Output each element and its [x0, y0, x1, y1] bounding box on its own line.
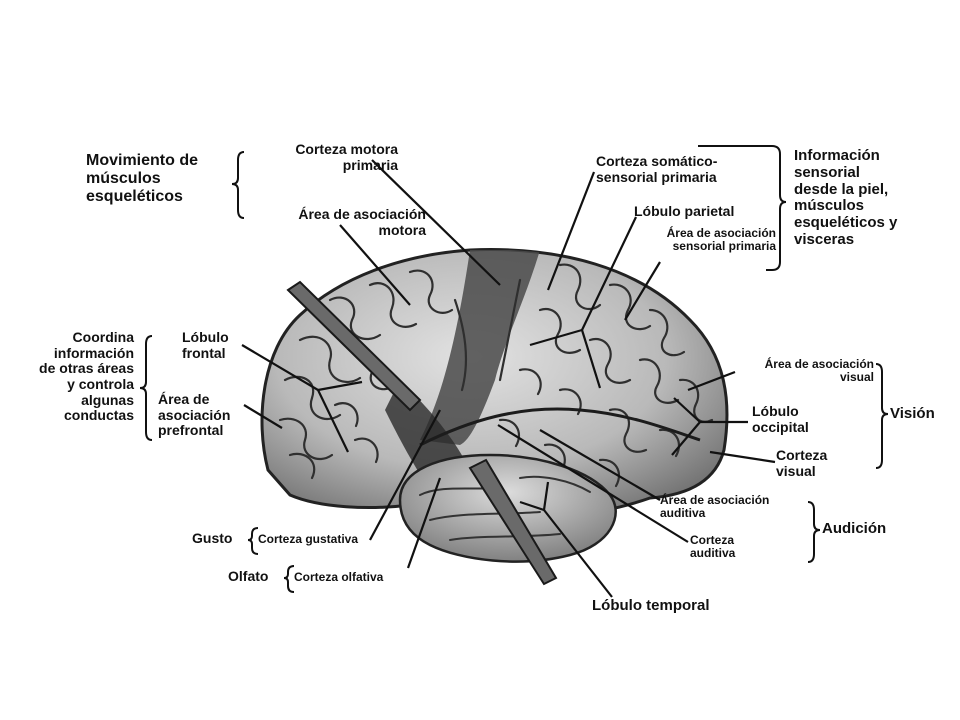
- label-informacion-sensorial: Información sensorial desde la piel, mús…: [794, 147, 898, 248]
- label-coordina: Coordina información de otras áreas y co…: [39, 329, 134, 424]
- label-area-asociacion-motora: Área de asociación motora: [298, 206, 426, 238]
- label-corteza-visual: Corteza visual: [776, 447, 828, 479]
- label-area-asociacion-sensorial: Área de asociación sensorial primaria: [666, 226, 776, 254]
- label-area-asociacion-visual: Área de asociación visual: [764, 357, 874, 385]
- label-audicion: Audición: [822, 520, 887, 537]
- label-lobulo-occipital: Lóbulo occipital: [752, 403, 809, 435]
- label-olfato: Olfato: [228, 568, 269, 584]
- label-movimiento: Movimiento de músculos esqueléticos: [86, 152, 199, 205]
- label-lobulo-parietal: Lóbulo parietal: [634, 203, 735, 219]
- label-area-prefrontal: Área de asociación prefrontal: [158, 391, 231, 439]
- label-area-asociacion-auditiva: Área de asociación auditiva: [660, 493, 770, 521]
- label-lobulo-frontal: Lóbulo frontal: [182, 329, 229, 361]
- leader-lines: [241, 159, 776, 598]
- brackets: [139, 145, 889, 593]
- label-corteza-auditiva: Corteza auditiva: [690, 533, 736, 561]
- probe-lower: [468, 458, 558, 586]
- label-gusto: Gusto: [192, 530, 233, 546]
- label-corteza-gustativa: Corteza gustativa: [258, 532, 359, 546]
- probe-upper: [286, 280, 422, 412]
- label-corteza-motora: Corteza motora primaria: [295, 141, 398, 173]
- label-corteza-olfativa: Corteza olfativa: [294, 570, 384, 584]
- label-lobulo-temporal: Lóbulo temporal: [592, 597, 710, 614]
- label-corteza-somatico-sensorial: Corteza somático- sensorial primaria: [596, 153, 718, 185]
- label-vision: Visión: [890, 405, 935, 422]
